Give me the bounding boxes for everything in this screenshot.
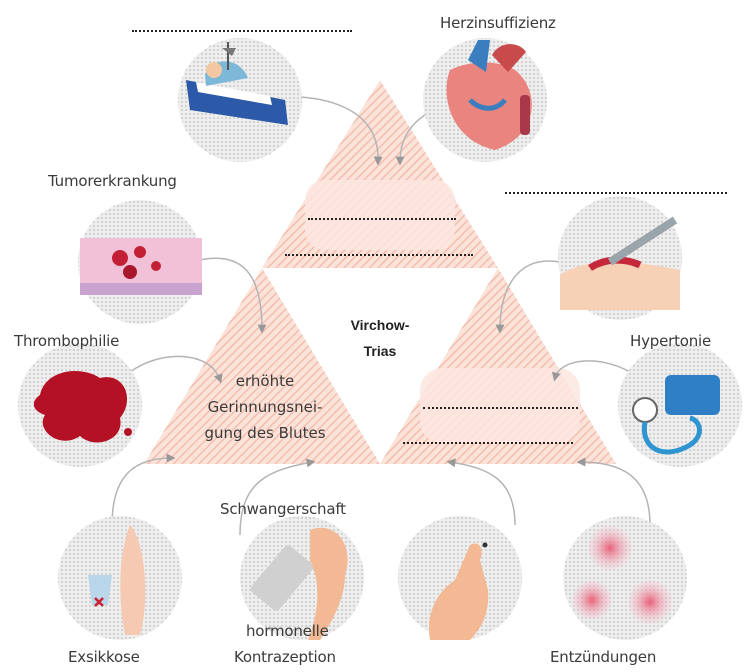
blank-right-triangle-2 <box>403 440 573 444</box>
left-triangle-line3: gung des Blutes <box>180 420 350 446</box>
top-inner-box <box>305 180 455 250</box>
left-triangle-line2: Gerinnungsnei- <box>180 394 350 420</box>
blood-clot-icon <box>18 343 142 467</box>
hand-injection-icon <box>398 516 522 640</box>
blank-top-left <box>132 28 352 32</box>
blank-right-upper <box>505 190 727 194</box>
label-thrombophilie: Thrombophilie <box>14 332 119 350</box>
label-schwangerschaft: Schwangerschaft <box>220 500 346 518</box>
label-entzuendungen: Entzündungen <box>550 648 656 666</box>
label-exsikkose: Exsikkose <box>68 648 140 666</box>
injury-icon <box>558 196 682 320</box>
blood-pressure-cuff-icon <box>618 343 742 467</box>
center-title-line1: Virchow- <box>320 312 440 338</box>
blank-top-triangle-1 <box>308 216 456 220</box>
left-triangle-line1: erhöhte <box>180 368 350 394</box>
left-triangle-text: erhöhte Gerinnungsnei- gung des Blutes <box>180 368 350 446</box>
center-title-line2: Trias <box>320 338 440 364</box>
blank-top-triangle-2 <box>285 252 473 256</box>
inflammation-icon <box>563 516 687 640</box>
label-kontrazeption: Kontrazeption <box>234 648 336 666</box>
label-tumorerkrankung: Tumorerkrankung <box>48 172 177 190</box>
dehydration-icon <box>58 516 182 640</box>
blank-right-triangle-1 <box>423 405 578 409</box>
vessel-tissue-icon <box>78 200 202 324</box>
label-hormonelle: hormonelle <box>246 622 329 640</box>
center-title: Virchow- Trias <box>320 312 440 364</box>
label-herzinsuffizienz: Herzinsuffizienz <box>440 14 556 32</box>
bedridden-icon <box>178 38 302 162</box>
label-hypertonie: Hypertonie <box>630 332 711 350</box>
heart-icon <box>423 38 547 162</box>
